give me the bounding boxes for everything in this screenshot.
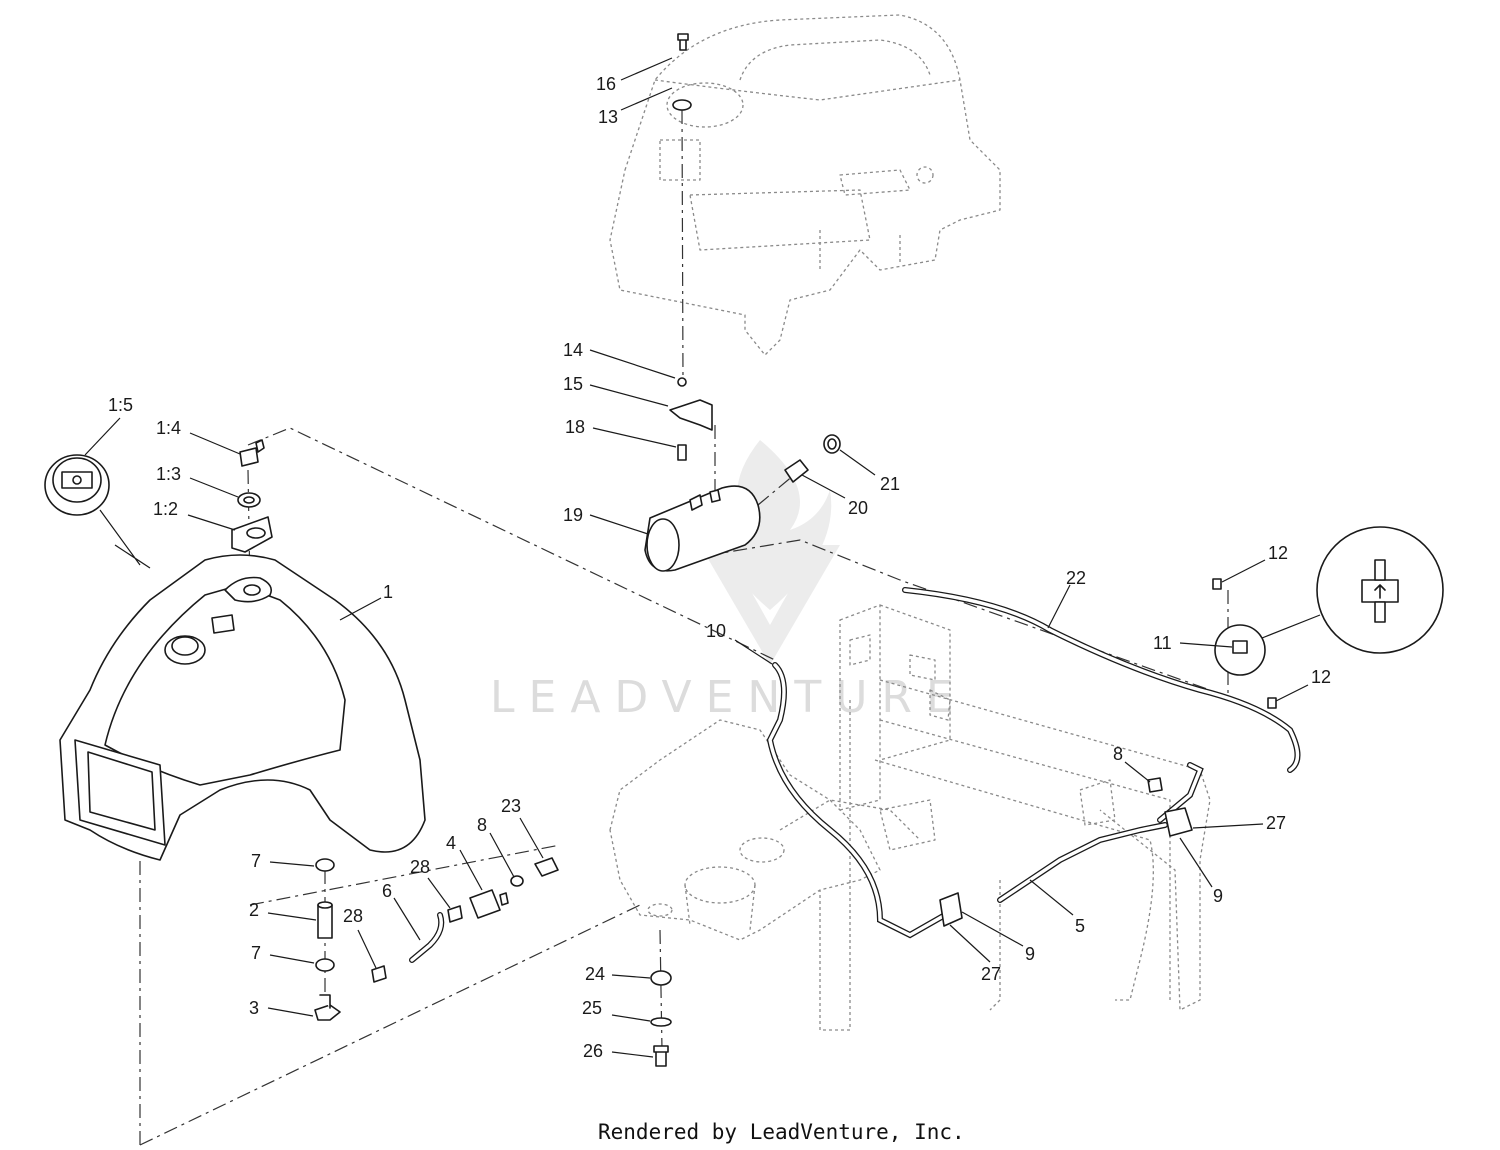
callout-13: 13 — [598, 107, 618, 127]
credit-text: Rendered by LeadVenture, Inc. — [598, 1120, 965, 1144]
callout-1-4: 1:4 — [156, 418, 181, 438]
callout-24: 24 — [585, 964, 605, 984]
callout-4: 4 — [446, 833, 456, 853]
callout-27b: 27 — [981, 964, 1001, 984]
callout-1-5: 1:5 — [108, 395, 133, 415]
callout-9a: 9 — [1213, 886, 1223, 906]
callout-28b: 28 — [343, 906, 363, 926]
callout-12b: 12 — [1311, 667, 1331, 687]
callout-19: 19 — [563, 505, 583, 525]
canister-fittings — [784, 434, 841, 483]
check-valve-detail — [1212, 526, 1444, 709]
callout-14: 14 — [563, 340, 583, 360]
console-ghost — [609, 14, 1001, 356]
callout-1: 1 — [383, 582, 393, 602]
watermark-text: LEADVENTURE — [490, 672, 968, 723]
callout-3: 3 — [249, 998, 259, 1018]
console-hardware — [669, 33, 713, 461]
callout-15: 15 — [563, 374, 583, 394]
callout-27a: 27 — [1266, 813, 1286, 833]
callout-22: 22 — [1066, 568, 1086, 588]
callout-26: 26 — [583, 1041, 603, 1061]
frame-ghost — [819, 604, 1211, 1031]
callout-20: 20 — [848, 498, 868, 518]
callout-8a: 8 — [1113, 744, 1123, 764]
callout-1-2: 1:2 — [153, 499, 178, 519]
callout-2: 2 — [249, 900, 259, 920]
callouts: 16 13 14 15 18 19 20 21 22 12 11 12 10 1… — [84, 57, 1331, 1061]
fuel-tank — [59, 554, 426, 861]
vent-hose — [902, 587, 1301, 773]
callout-7b: 7 — [251, 943, 261, 963]
callout-16: 16 — [596, 74, 616, 94]
seat-base-ghost — [609, 719, 936, 941]
callout-12a: 12 — [1268, 543, 1288, 563]
hose-clamps — [939, 777, 1193, 927]
callout-18: 18 — [565, 417, 585, 437]
callout-21: 21 — [880, 474, 900, 494]
callout-23: 23 — [501, 796, 521, 816]
fuel-gauge-parts — [231, 439, 273, 553]
callout-28a: 28 — [410, 857, 430, 877]
callout-10: 10 — [706, 621, 726, 641]
watermark: LEADVENTURE — [490, 440, 968, 723]
callout-7a: 7 — [251, 851, 261, 871]
fuel-lines — [766, 662, 1204, 939]
callout-9b: 9 — [1025, 944, 1035, 964]
callout-8b: 8 — [477, 815, 487, 835]
mount-hardware — [650, 970, 672, 1067]
charcoal-canister — [644, 485, 761, 572]
callout-25: 25 — [582, 998, 602, 1018]
callout-11: 11 — [1153, 633, 1172, 653]
callout-1-3: 1:3 — [156, 464, 181, 484]
callout-6: 6 — [382, 881, 392, 901]
callout-5: 5 — [1075, 916, 1085, 936]
fuel-filter-parts — [314, 857, 559, 1021]
fuel-cap — [44, 454, 151, 569]
